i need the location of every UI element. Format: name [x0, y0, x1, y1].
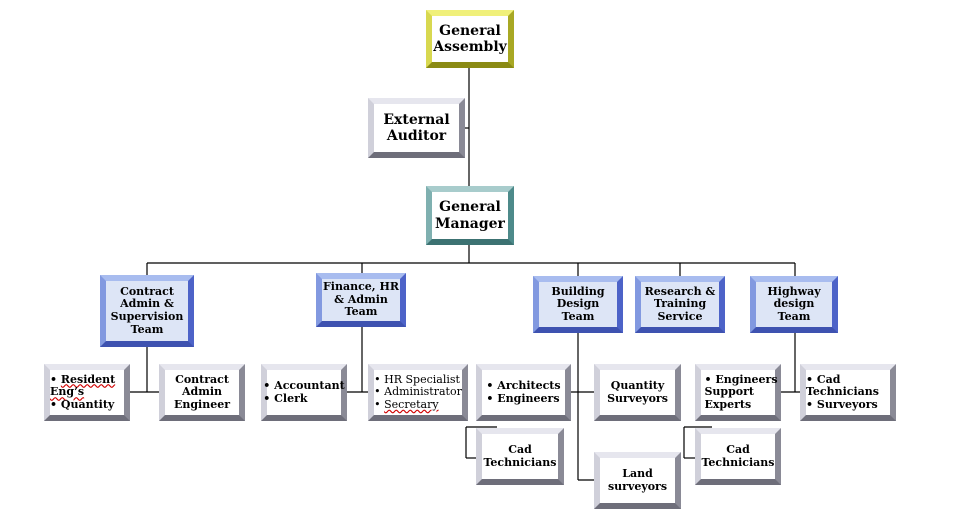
engineers-support-box: Engineers Support Experts	[695, 364, 781, 421]
finance-staff-item: HR Specialist	[374, 373, 462, 387]
finance-staff-item: Administrator	[374, 385, 462, 399]
external-auditor-label: External Auditor	[383, 111, 450, 144]
building-staff-list: Architects Engineers	[486, 379, 560, 406]
highway-design-team-box: Highway design Team	[750, 276, 838, 333]
building-design-team-label: Building Design Team	[551, 284, 605, 323]
research-cad-label: Cad Technicians	[701, 442, 775, 469]
land-surveyors-label: Land surveyors	[607, 466, 668, 493]
building-cad-box: Cad Technicians	[476, 428, 564, 485]
contract-admin-team-box: Contract Admin & Supervision Team	[100, 275, 194, 347]
research-staff-item: Engineers Support Experts	[704, 373, 777, 412]
land-surveyors-box: Land surveyors	[594, 452, 681, 509]
finance-staff-a-list: Accountant Clerk	[263, 379, 345, 406]
highway-staff-box: Cad Technicians Surveyors	[800, 364, 896, 421]
finance-staff-item: Clerk	[263, 392, 344, 406]
building-design-team-box: Building Design Team	[533, 276, 623, 333]
contract-admin-engineer-box: Contract Admin Engineer	[159, 364, 245, 421]
research-staff-list: Engineers Support Experts	[698, 373, 777, 412]
finance-staff-item: Secretary	[374, 398, 462, 412]
research-training-box: Research & Training Service	[635, 276, 725, 333]
contract-staff-box: Resident Eng’s Quantity	[44, 364, 130, 421]
external-auditor-box: External Auditor	[368, 98, 465, 158]
general-assembly-box: General Assembly	[426, 10, 514, 68]
finance-team-label: Finance, HR & Admin Team	[322, 280, 399, 319]
contract-admin-team-label: Contract Admin & Supervision Team	[110, 284, 184, 336]
contract-staff-list: Resident Eng’s Quantity	[50, 373, 124, 412]
research-cad-box: Cad Technicians	[695, 428, 781, 485]
finance-staff-b-list: HR Specialist Administrator Secretary	[374, 373, 462, 412]
highway-staff-list: Cad Technicians Surveyors	[806, 373, 890, 412]
contract-staff-item: Resident Eng’s	[50, 373, 124, 399]
general-manager-label: General Manager	[435, 199, 505, 232]
contract-admin-engineer-label: Contract Admin Engineer	[173, 372, 231, 411]
finance-staff-item: Accountant	[263, 379, 345, 393]
general-assembly-label: General Assembly	[433, 22, 507, 55]
highway-staff-item: Cad Technicians	[806, 373, 890, 399]
building-staff-item: Architects	[486, 379, 560, 393]
research-training-label: Research & Training Service	[644, 284, 716, 323]
general-manager-box: General Manager	[426, 186, 514, 245]
contract-staff-item: Quantity	[50, 398, 124, 412]
highway-staff-item: Surveyors	[806, 398, 890, 412]
hr-admin-staff-box: HR Specialist Administrator Secretary	[368, 364, 468, 421]
accountant-clerk-box: Accountant Clerk	[261, 364, 347, 421]
building-cad-label: Cad Technicians	[483, 442, 557, 469]
architects-engineers-box: Architects Engineers	[476, 364, 571, 421]
quantity-surveyors-label: Quantity Surveyors	[607, 378, 668, 405]
highway-design-team-label: Highway design Team	[767, 284, 821, 323]
finance-team-box: Finance, HR & Admin Team	[316, 273, 406, 327]
quantity-surveyors-box: Quantity Surveyors	[594, 364, 681, 421]
building-staff-item: Engineers	[486, 392, 560, 406]
